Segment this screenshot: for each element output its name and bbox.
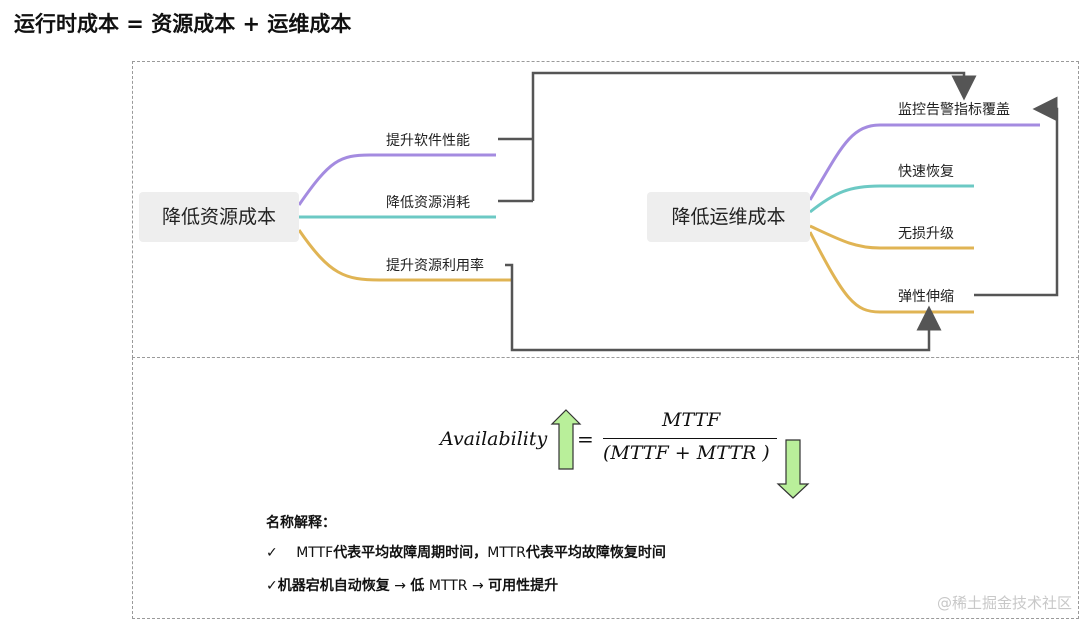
- branch-label-recover: 快速恢复: [898, 164, 954, 180]
- formula-denominator: (MTTF + MTTR ): [603, 442, 770, 464]
- branch-curve-recover: [809, 184, 974, 214]
- connector-arrow-top: [498, 73, 964, 203]
- branch-label-upgrade: 无损升级: [898, 226, 954, 242]
- right-root-node: 降低运维成本: [647, 192, 810, 242]
- page-title: 运行时成本 = 资源成本 + 运维成本: [14, 12, 352, 36]
- branch-label-monitor: 监控告警指标覆盖: [898, 102, 1010, 118]
- left-root-node: 降低资源成本: [139, 192, 299, 242]
- branch-label-scale: 弹性伸缩: [898, 289, 954, 305]
- branch-label-consume: 降低资源消耗: [386, 195, 470, 211]
- branch-curve-scale: [808, 231, 974, 314]
- branch-curve-upgrade: [809, 224, 974, 250]
- fraction-bar: [603, 438, 777, 439]
- note-text: 代表平均故障周期时间，: [333, 545, 488, 561]
- note-line-1: ✓ MTTF代表平均故障周期时间，MTTR代表平均故障恢复时间: [266, 542, 666, 562]
- branch-curve-perf: [297, 153, 496, 206]
- note-text: 低: [410, 578, 425, 594]
- branch-label-perf: 提升软件性能: [386, 133, 470, 149]
- check-icon: ✓: [266, 578, 278, 594]
- down-arrow-icon: [776, 439, 810, 499]
- note-text: 机器宕机自动恢复: [277, 578, 390, 594]
- formula-equals: =: [577, 427, 594, 451]
- note-term-mttr: MTTR: [428, 578, 468, 594]
- watermark: @稀土掘金技术社区: [936, 594, 1072, 612]
- formula-numerator: MTTF: [662, 409, 721, 431]
- branch-label-util: 提升资源利用率: [386, 258, 484, 274]
- right-arrow-icon: →: [471, 578, 484, 594]
- formula-lhs: Availability: [440, 428, 548, 450]
- note-line-2: ✓机器宕机自动恢复 → 低 MTTR → 可用性提升: [266, 575, 558, 595]
- note-text: 代表平均故障恢复时间: [525, 545, 666, 561]
- connector-arrow-loop: [974, 96, 1059, 297]
- connector-arrow-bottom: [505, 263, 942, 352]
- branch-curve-monitor: [808, 123, 1040, 201]
- note-text: 可用性提升: [488, 578, 559, 594]
- note-term-mttf: MTTF: [296, 545, 334, 561]
- up-arrow-icon: [550, 409, 582, 470]
- branch-curve-util: [297, 229, 512, 282]
- check-icon: ✓: [266, 545, 278, 561]
- notes-heading: 名称解释：: [266, 515, 336, 531]
- note-term-mttr: MTTR: [487, 545, 526, 561]
- right-arrow-icon: →: [394, 578, 406, 594]
